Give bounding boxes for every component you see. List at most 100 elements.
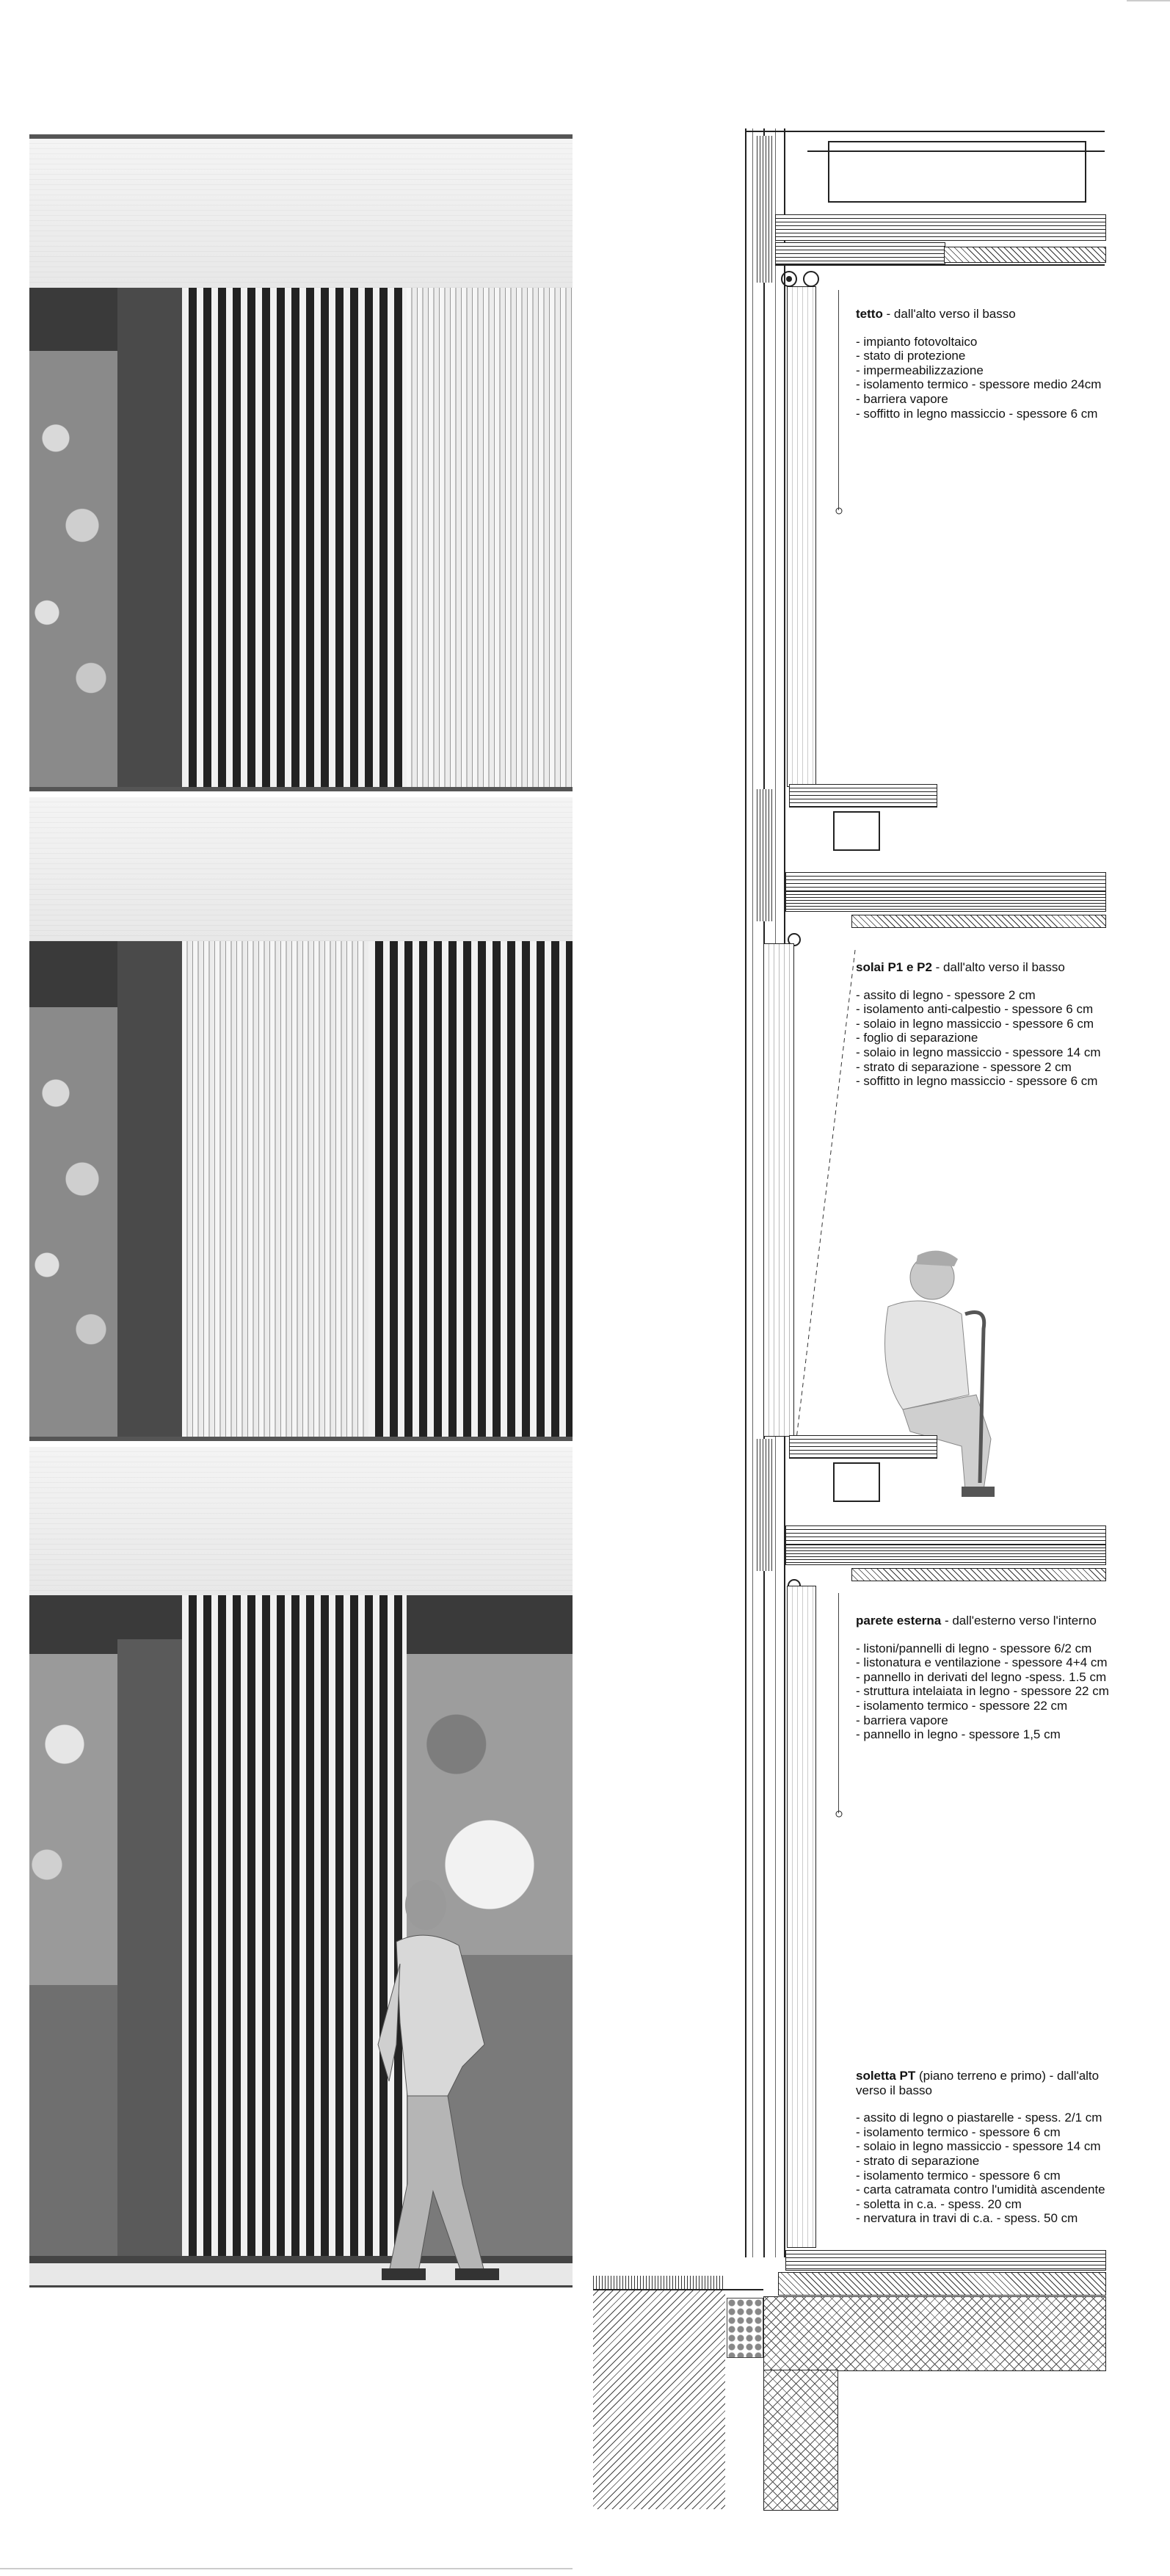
floor-rail-1	[29, 1437, 573, 1441]
facade-base-rail	[29, 2256, 573, 2263]
radiator-box	[833, 1462, 880, 1502]
spec-item: - solaio in legno massiccio - spessore 1…	[856, 2139, 1101, 2154]
ground-slab-layers	[785, 2250, 1106, 2271]
floor1-slab	[785, 1545, 1106, 1565]
pv-support-line	[807, 150, 1105, 152]
spec-item: - isolamento anti-calpestio - spessore 6…	[856, 1002, 1094, 1017]
tree-foliage	[29, 1654, 117, 2256]
seated-person-figure	[884, 1250, 995, 1497]
spec-item: - soffitto in legno massiccio - spessore…	[856, 1074, 1098, 1089]
spec-item: - carta catramata contro l'umidità ascen…	[856, 2183, 1105, 2197]
spec-item: - barriera vapore	[856, 391, 948, 406]
floor2-layers	[785, 872, 1106, 891]
timber-band-floor-1	[29, 1447, 573, 1595]
facade-bay-top	[29, 288, 573, 787]
spec-item: - stato di protezione	[856, 349, 966, 363]
facade-bay-ground	[29, 1595, 573, 2256]
grass-line	[593, 2276, 725, 2289]
spec-item: - isolamento termico - spessore 22 cm	[856, 1698, 1068, 1713]
timber-band-roof	[29, 139, 573, 288]
spec-item: - soletta in c.a. - spess. 20 cm	[856, 2196, 1022, 2211]
leader-line-wall	[838, 1593, 839, 1813]
roof-top-line	[745, 131, 1105, 132]
spec-block-tetto: tetto - dall'alto verso il basso - impia…	[856, 307, 1164, 421]
spec-title: parete esterna	[856, 1614, 942, 1628]
slat-screen-dark	[182, 1595, 407, 2256]
spec-item: - solaio in legno massiccio - spessore 1…	[856, 1045, 1101, 1059]
door-swing-dashed-line	[796, 949, 856, 1440]
earth-hatch	[593, 2289, 725, 2509]
spec-item: - impermeabilizzazione	[856, 363, 984, 377]
foundation-concrete	[763, 2296, 1106, 2371]
floor2-ceiling-hatch	[851, 915, 1106, 928]
spec-block-soletta: soletta PT (piano terreno e primo) - dal…	[856, 2069, 1120, 2226]
slat-screen-light	[182, 941, 368, 1437]
leader-line-roof	[838, 290, 839, 510]
spec-block-parete: parete esterna - dall'esterno verso l'in…	[856, 1614, 1164, 1742]
roof-parapet-strip	[755, 136, 774, 283]
window-shadow	[117, 941, 184, 1437]
spec-item: - isolamento termico - spessore 6 cm	[856, 2125, 1061, 2139]
window-glazing-middle	[763, 943, 794, 1437]
spec-item: - isolamento termico - spessore medio 24…	[856, 377, 1102, 392]
floor2-parapet	[789, 784, 937, 808]
floor2-edge-strip	[755, 789, 774, 921]
section-outer-line	[745, 128, 746, 2257]
spec-item: - strato di separazione	[856, 2153, 980, 2168]
spec-subtitle: - dall'alto verso il basso	[931, 960, 1065, 974]
spec-title: soletta PT	[856, 2069, 916, 2083]
roof-insulation	[775, 242, 945, 264]
spec-item: - impianto fotovoltaico	[856, 334, 978, 349]
leader-dot-icon	[835, 507, 843, 515]
floor2-slab	[785, 891, 1106, 912]
spec-item: - assito di legno o piastarelle - spess.…	[856, 2111, 1102, 2125]
slat-screen-dark	[182, 288, 407, 787]
spec-item: - soffitto in legno massiccio - spessore…	[856, 406, 1098, 421]
spec-item: - pannello in derivati del legno -spess.…	[856, 1669, 1107, 1684]
spec-item: - assito di legno - spessore 2 cm	[856, 987, 1036, 1002]
gravel-drain	[727, 2298, 763, 2358]
page-bottom-rule	[0, 2568, 573, 2569]
spec-title: solai P1 e P2	[856, 960, 932, 974]
walking-person-figure	[377, 1880, 499, 2280]
tree-foliage	[29, 351, 117, 787]
window-glazing-ground	[787, 1586, 816, 2248]
spec-subtitle: - dall'esterno verso l'interno	[941, 1614, 1097, 1628]
window-glazing-top	[787, 286, 816, 787]
floor2-beam-circle-icon	[788, 933, 801, 946]
spec-item: - listoni/pannelli di legno - spessore 6…	[856, 1641, 1092, 1655]
window-shadow	[117, 288, 184, 787]
spec-subtitle: - dall'alto verso il basso	[882, 307, 1016, 321]
leader-dot-icon	[835, 1810, 843, 1818]
facade-top-rail	[29, 134, 573, 139]
timber-band-floor-2	[29, 797, 573, 941]
ground-slab-hatch	[778, 2272, 1106, 2296]
floor1-ceiling-hatch	[851, 1568, 1106, 1581]
facade-bay-middle	[29, 941, 573, 1437]
spec-subtitle: (piano terreno e primo) - dall'alto vers…	[856, 2069, 1100, 2097]
tree-foliage	[29, 1007, 117, 1437]
spec-item: - struttura intelaiata in legno - spesso…	[856, 1684, 1109, 1699]
roof-slab-hatch	[944, 247, 1106, 263]
spec-item: - pannello in legno - spessore 1,5 cm	[856, 1727, 1061, 1742]
spec-item: - isolamento termico - spessore 6 cm	[856, 2168, 1061, 2183]
slat-screen-light	[407, 288, 573, 787]
page-top-rule	[1127, 0, 1170, 1]
spec-item: - foglio di separazione	[856, 1031, 978, 1045]
floor1-layers	[785, 1525, 1106, 1545]
roof-ceiling-line	[775, 264, 1105, 266]
floor-rail-2	[29, 787, 573, 791]
ground-line	[593, 2289, 763, 2290]
window-shadow	[117, 1639, 184, 2256]
spec-item: - barriera vapore	[856, 1713, 948, 1727]
foundation-footing	[763, 2370, 838, 2511]
floor1-parapet	[789, 1435, 937, 1459]
floor1-edge-strip	[755, 1439, 774, 1571]
spec-item: - solaio in legno massiccio - spessore 6…	[856, 1016, 1094, 1031]
spec-item: - listonatura e ventilazione - spessore …	[856, 1655, 1108, 1670]
spec-item: - nervatura in travi di c.a. - spess. 50…	[856, 2211, 1078, 2226]
slat-screen-dark	[368, 941, 573, 1437]
radiator-box	[833, 811, 880, 851]
roof-layers	[775, 214, 1106, 241]
spec-block-solai: solai P1 e P2 - dall'alto verso il basso…	[856, 960, 1164, 1089]
